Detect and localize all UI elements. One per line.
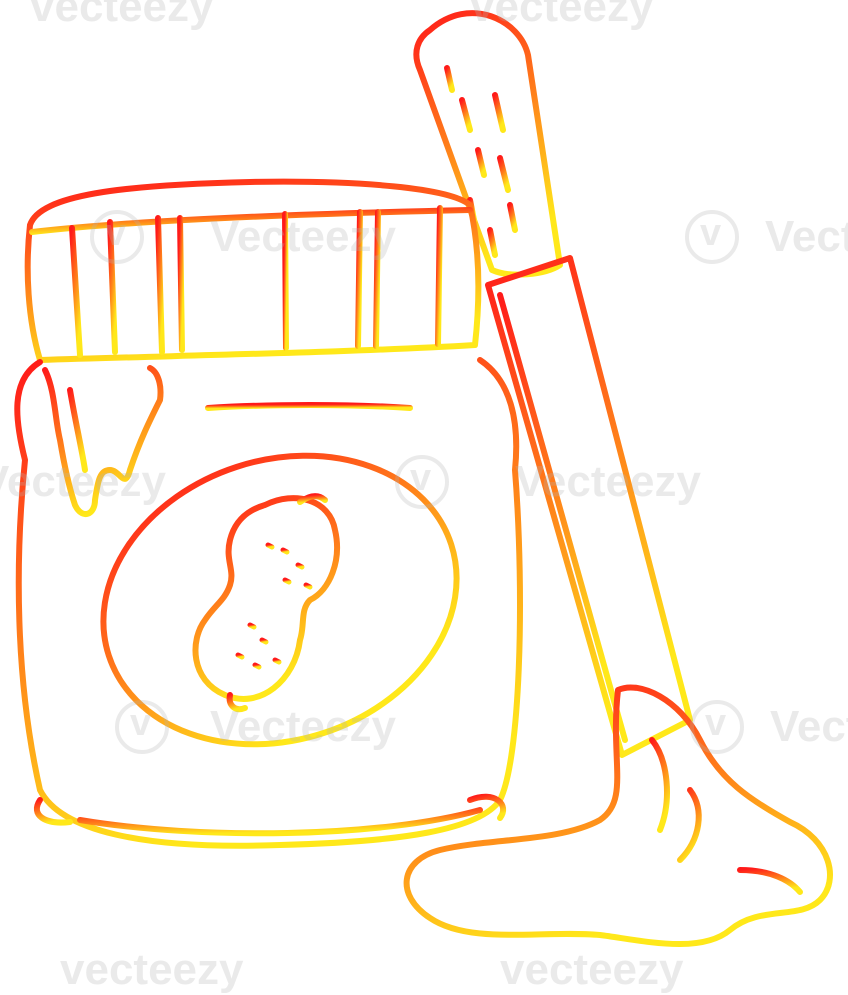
peanut-butter-puddle bbox=[403, 684, 833, 948]
knife-handle bbox=[413, 10, 563, 278]
jar-body bbox=[14, 357, 523, 849]
peanut-shape bbox=[192, 495, 341, 702]
knife bbox=[413, 10, 693, 758]
label-line bbox=[205, 402, 413, 411]
jar-lid bbox=[24, 178, 482, 363]
jar-label bbox=[100, 452, 460, 748]
